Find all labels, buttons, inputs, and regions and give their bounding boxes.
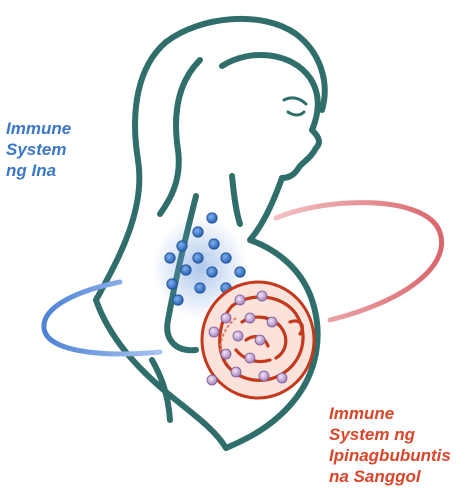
fetal-label-line-2: System ng bbox=[329, 424, 451, 445]
mother-cell bbox=[193, 227, 203, 237]
face-detail bbox=[284, 98, 306, 115]
mother-cell bbox=[195, 283, 205, 293]
mother-cell bbox=[173, 295, 183, 305]
fetal-cell bbox=[245, 353, 255, 363]
fetal-label-line-1: Immune bbox=[329, 403, 451, 424]
mother-cell bbox=[193, 253, 203, 263]
mother-immune-system-label: Immune System ng Ina bbox=[6, 118, 71, 181]
fetal-cell bbox=[257, 291, 267, 301]
mother-cell bbox=[167, 279, 177, 289]
fetal-cell bbox=[277, 373, 287, 383]
fetal-cell bbox=[259, 371, 269, 381]
fetal-label-line-3: Ipinagbubuntis bbox=[329, 445, 451, 466]
mother-label-line-1: Immune bbox=[6, 118, 71, 139]
mother-cell bbox=[209, 239, 219, 249]
fetal-cell bbox=[267, 317, 277, 327]
fetal-immune-system-label: Immune System ng Ipinagbubuntis na Sangg… bbox=[329, 403, 451, 487]
mother-cell bbox=[221, 253, 231, 263]
fetal-cell bbox=[209, 327, 219, 337]
fetal-label-line-4: na Sanggol bbox=[329, 466, 451, 487]
fetal-cell bbox=[221, 349, 231, 359]
fetal-cell bbox=[245, 313, 255, 323]
mother-cell bbox=[165, 253, 175, 263]
fetal-cell bbox=[233, 331, 243, 341]
mother-label-line-2: System bbox=[6, 139, 71, 160]
fetal-cell bbox=[235, 295, 245, 305]
mother-cell bbox=[207, 213, 217, 223]
fetal-cell bbox=[207, 375, 217, 385]
fetal-cell bbox=[255, 335, 265, 345]
mother-cell bbox=[181, 265, 191, 275]
mother-cell bbox=[235, 267, 245, 277]
mother-cell bbox=[207, 267, 217, 277]
mother-cell bbox=[177, 241, 187, 251]
fetal-cell bbox=[221, 313, 231, 323]
fetal-cell bbox=[231, 367, 241, 377]
mother-label-line-3: ng Ina bbox=[6, 160, 71, 181]
